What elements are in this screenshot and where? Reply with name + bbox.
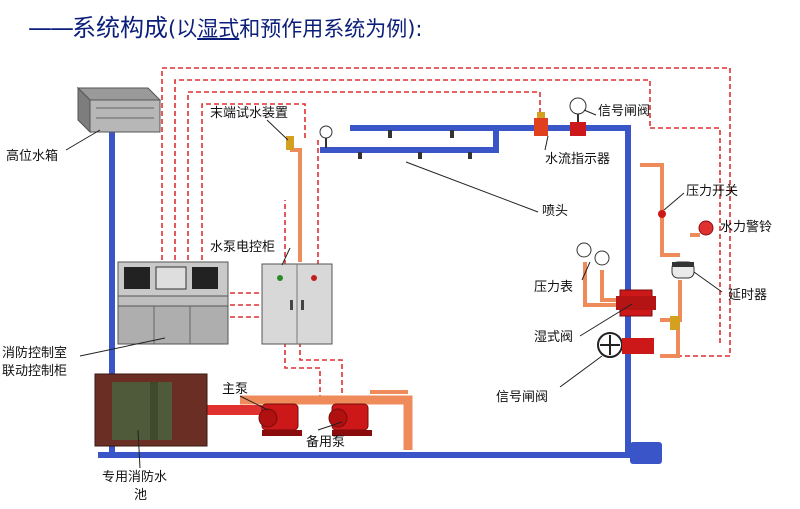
label-signal-valve-bottom: 信号闸阀 — [496, 390, 549, 405]
page-title: ——系统构成(以湿式和预作用系统为例): — [28, 8, 422, 43]
leader-lines — [65, 109, 723, 469]
sprinkler-heads — [358, 130, 472, 159]
wet-alarm-valve — [616, 289, 680, 330]
label-pump-panel: 水泵电控柜 — [210, 240, 276, 255]
water-pool — [94, 373, 208, 447]
bottom-signal-valve — [597, 332, 654, 358]
control-console — [117, 261, 229, 345]
pressure-gauge-icon-1 — [576, 242, 592, 258]
high-water-tank — [76, 86, 162, 134]
end-test-valve — [286, 136, 294, 150]
label-flow-indicator: 水流指示器 — [545, 152, 611, 167]
label-pressure-switch: 压力开关 — [686, 184, 739, 199]
water-alarm-bell-icon — [698, 220, 714, 236]
label-control-room-2: 联动控制柜 — [2, 364, 68, 379]
label-pressure-gauge: 压力表 — [534, 280, 574, 295]
label-wet-valve: 湿式阀 — [534, 330, 574, 345]
pipe-elbow — [630, 442, 662, 464]
title-open: (以 — [168, 17, 198, 41]
pressure-switch-icon — [658, 210, 666, 218]
top-signal-valve — [569, 97, 587, 136]
label-backup-pump: 备用泵 — [306, 435, 346, 450]
label-pool-1: 专用消防水 — [102, 470, 168, 485]
title-close: ): — [407, 17, 423, 41]
title-mid: 和预作用系统为例 — [239, 17, 408, 41]
label-pool-2: 池 — [134, 488, 148, 503]
title-main: 系统构成 — [72, 14, 168, 42]
main-pump — [258, 403, 302, 436]
label-signal-valve-top: 信号闸阀 — [598, 104, 651, 119]
end-test-gauge — [319, 125, 333, 148]
outlet-pipe — [240, 395, 413, 450]
label-end-test: 末端试水装置 — [210, 106, 289, 121]
label-high-tank: 高位水箱 — [6, 149, 59, 164]
flow-indicator — [534, 112, 548, 136]
title-dash: —— — [28, 14, 74, 42]
label-delay: 延时器 — [728, 288, 768, 303]
label-main-pump: 主泵 — [222, 382, 249, 397]
label-control-room-1: 消防控制室 — [2, 346, 68, 361]
title-wet: 湿式 — [197, 17, 240, 41]
pressure-gauge-icon-2 — [594, 250, 610, 266]
label-water-alarm: 水力警铃 — [720, 220, 773, 235]
pump-control-cabinet — [261, 263, 333, 345]
backup-pump — [328, 403, 372, 436]
delay-device — [671, 261, 695, 279]
label-sprinkler: 喷头 — [542, 204, 569, 219]
